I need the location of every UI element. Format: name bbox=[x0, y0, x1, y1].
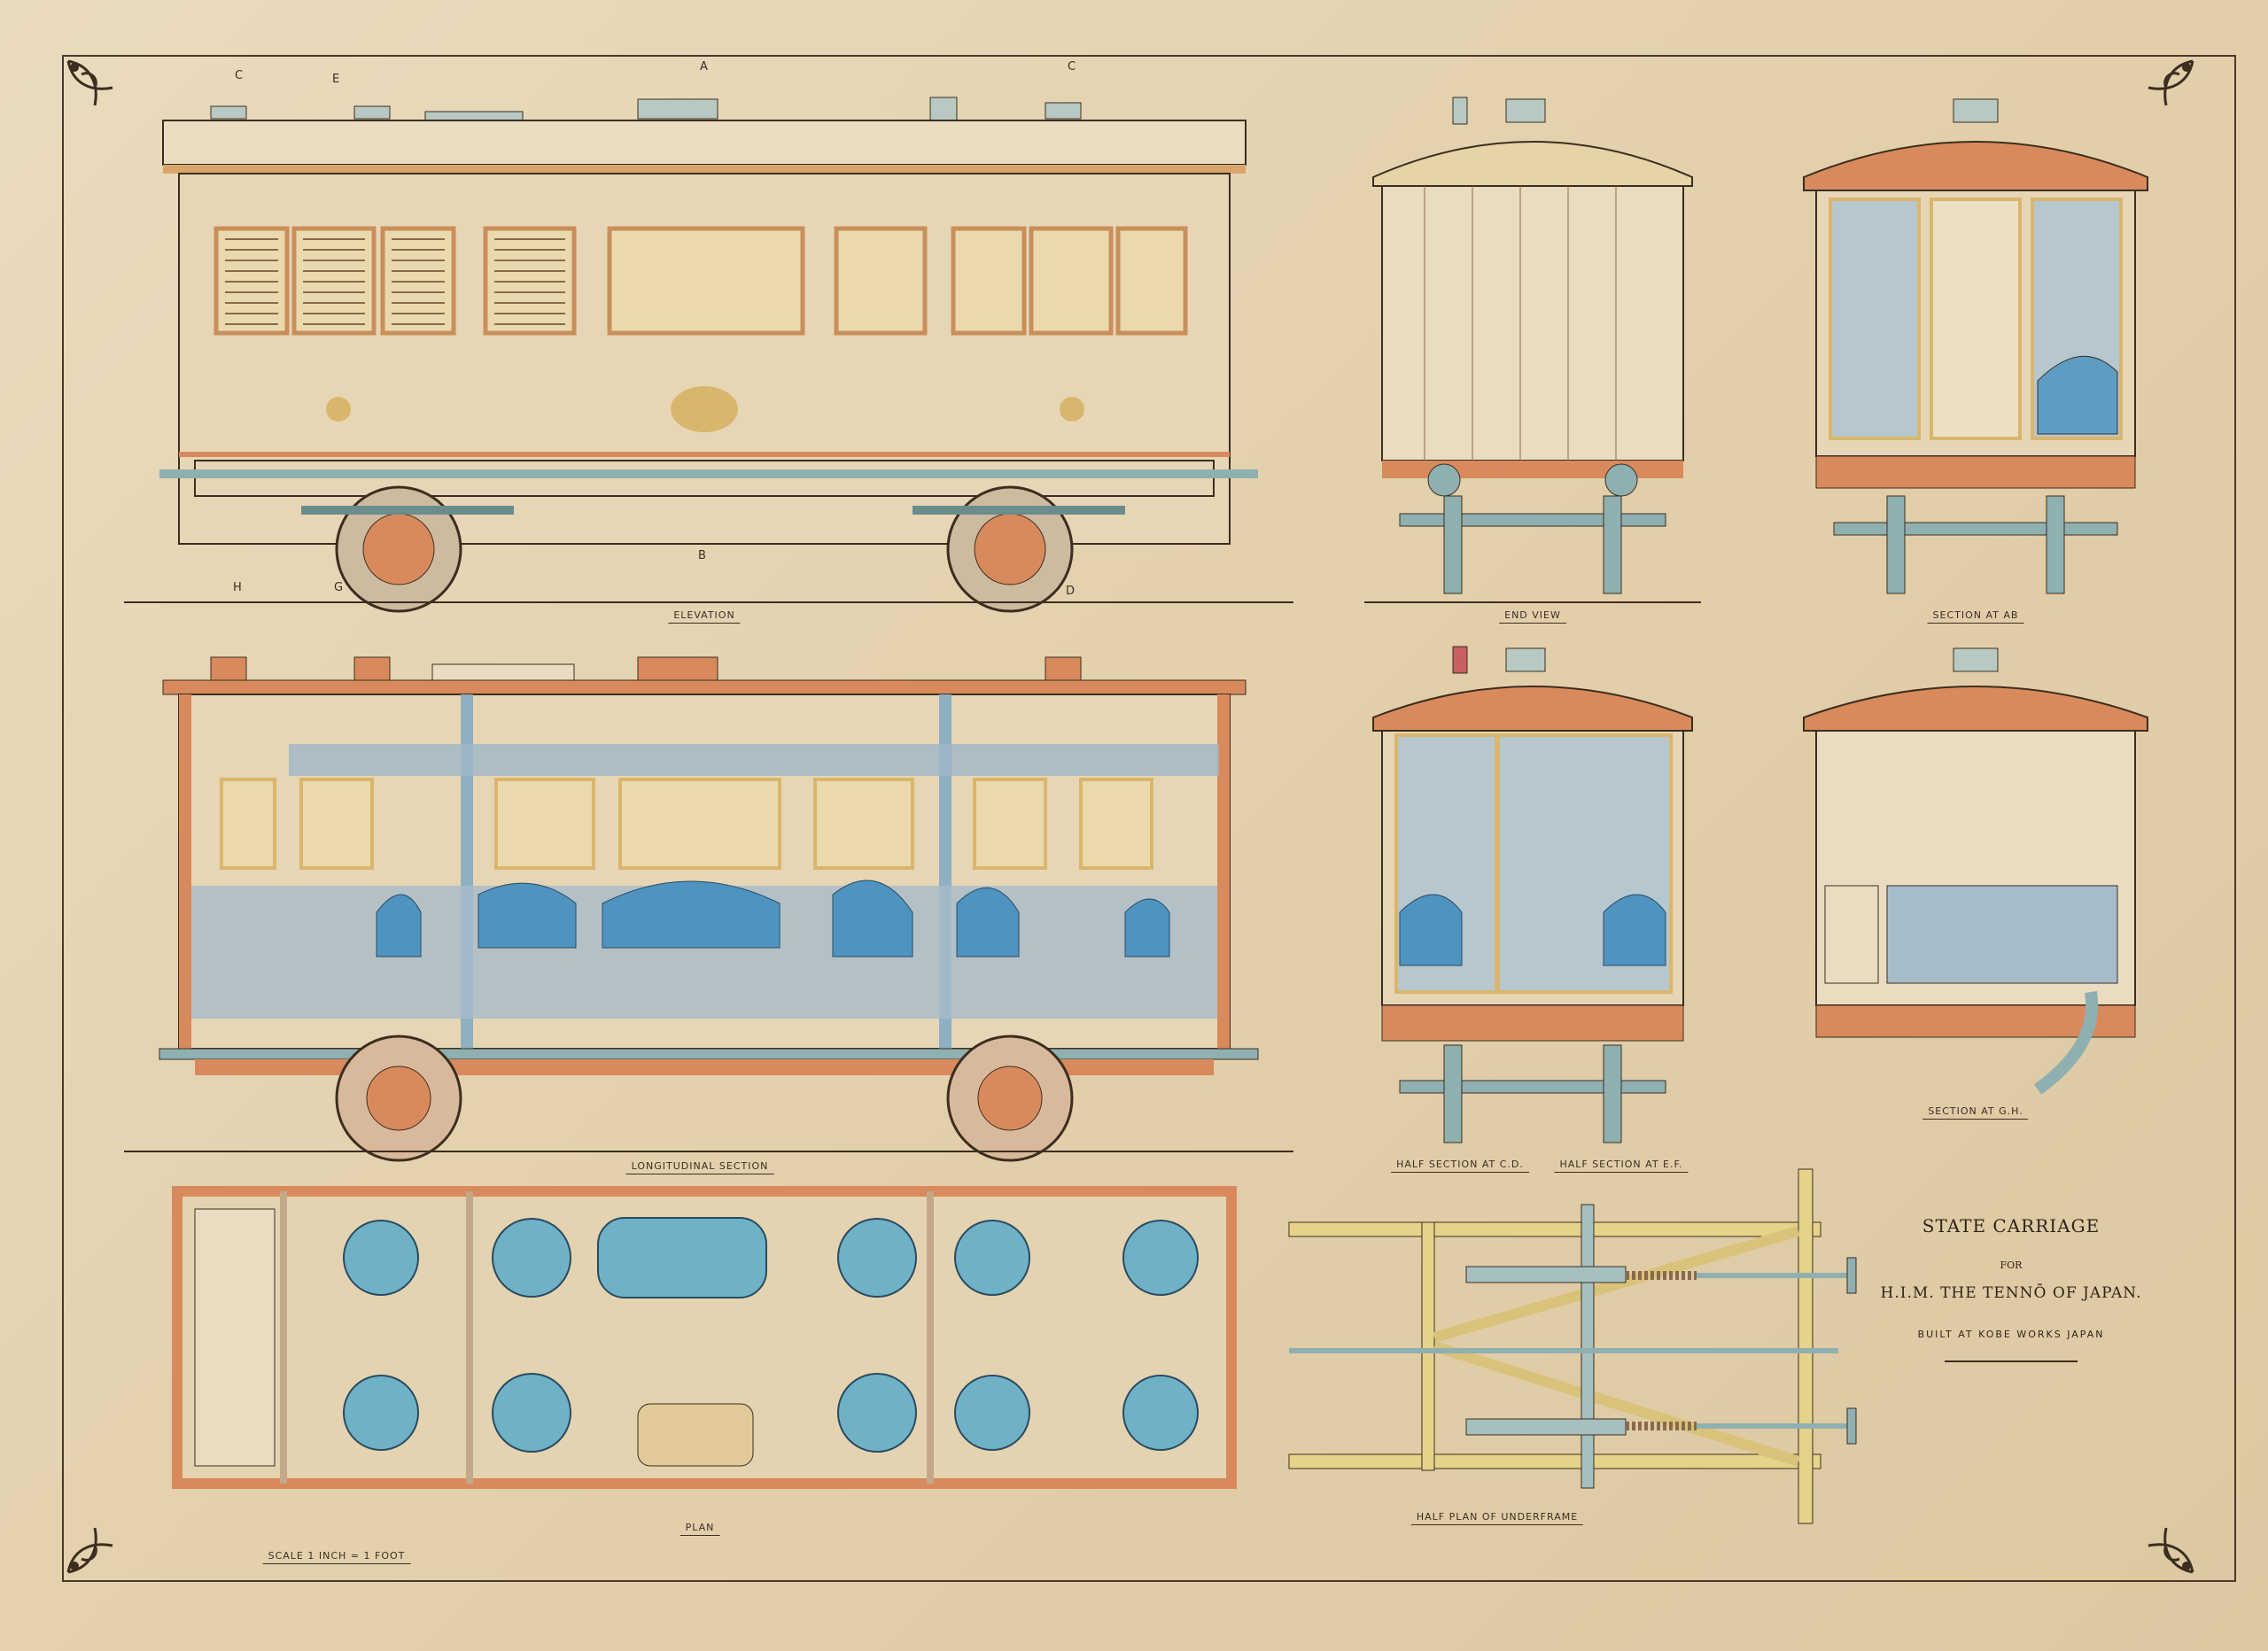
section-gh-drawing bbox=[1803, 647, 2148, 1095]
half-plan-underframe-label: HALF PLAN OF UNDERFRAME bbox=[1410, 1511, 1584, 1525]
half-section-ef-label: HALF SECTION AT E.F. bbox=[1554, 1159, 1689, 1173]
elevation-letter-b: B bbox=[698, 549, 706, 562]
section-ab-label: SECTION AT AB bbox=[1927, 609, 2024, 624]
elevation-letter-c-right: C bbox=[1068, 60, 1076, 74]
elevation-label: ELEVATION bbox=[668, 609, 741, 624]
plan-drawing bbox=[172, 1186, 1237, 1489]
elevation-letter-a: A bbox=[700, 60, 708, 74]
elevation-letter-d: D bbox=[1066, 585, 1076, 598]
elevation-drawing bbox=[124, 97, 1293, 613]
title-line-1: STATE CARRIAGE bbox=[1922, 1215, 2101, 1236]
scale-label: SCALE 1 INCH = 1 FOOT bbox=[262, 1550, 411, 1564]
title-line-4: BUILT AT KOBE WORKS JAPAN bbox=[1917, 1329, 2105, 1340]
end-view-drawing bbox=[1364, 97, 1701, 603]
corner-ornament-bottom-left-icon bbox=[66, 1527, 113, 1574]
elevation-letter-c-left: C bbox=[235, 69, 244, 82]
elevation-letter-e: E bbox=[332, 73, 340, 86]
longitudinal-section-drawing bbox=[124, 656, 1293, 1162]
half-section-cd-label: HALF SECTION AT C.D. bbox=[1391, 1159, 1529, 1173]
longitudinal-section-label: LONGITUDINAL SECTION bbox=[625, 1160, 774, 1174]
corner-ornament-top-left-icon bbox=[66, 59, 113, 106]
elevation-letter-g: G bbox=[334, 581, 344, 594]
section-ab-drawing bbox=[1803, 98, 2148, 594]
plan-label: PLAN bbox=[680, 1522, 720, 1536]
corner-ornament-top-right-icon bbox=[2148, 59, 2194, 106]
title-underline bbox=[1945, 1360, 2078, 1362]
end-view-label: END VIEW bbox=[1499, 609, 1566, 624]
title-line-2: FOR bbox=[2000, 1260, 2023, 1271]
corner-ornament-bottom-right-icon bbox=[2148, 1527, 2194, 1574]
section-gh-label: SECTION AT G.H. bbox=[1922, 1105, 2029, 1120]
title-line-3: H.I.M. THE TENNŌ OF JAPAN. bbox=[1880, 1284, 2142, 1302]
half-sections-drawing bbox=[1372, 646, 1693, 1143]
elevation-letter-h: H bbox=[233, 581, 242, 594]
sheet-border bbox=[62, 55, 2236, 1582]
half-plan-underframe-drawing bbox=[1288, 1168, 1857, 1524]
